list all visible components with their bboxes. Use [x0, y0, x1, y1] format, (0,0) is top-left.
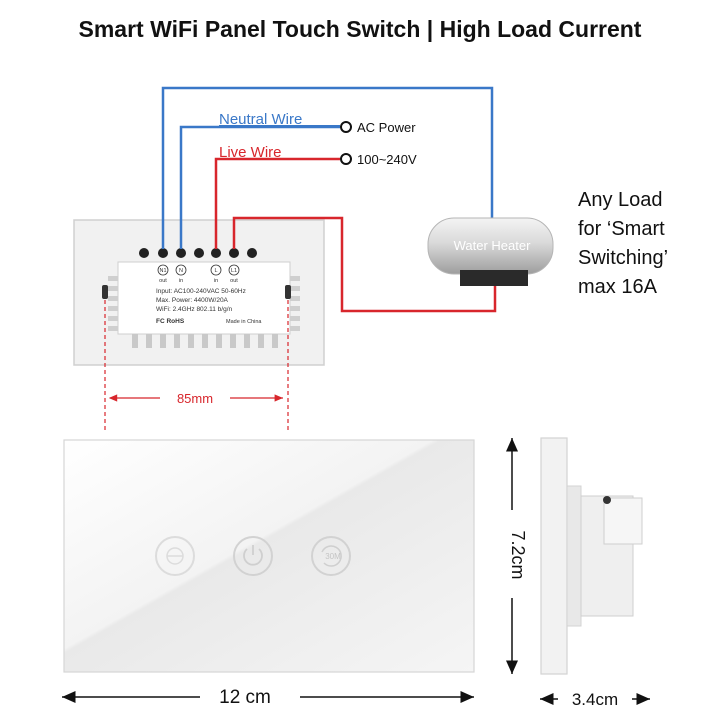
neutral-wire-label: Neutral Wire [219, 111, 302, 128]
side-panel-face [540, 437, 568, 675]
water-heater-base [460, 270, 528, 286]
ac-power-label: AC Power [357, 120, 416, 135]
load-note: Any Load for ‘Smart Switching’ max 16A [578, 186, 718, 302]
svg-text:Input: AC100-240VAC 50-60Hz: Input: AC100-240VAC 50-60Hz [156, 288, 246, 295]
live-wire-to-heater [232, 216, 497, 313]
svg-text:N: N [179, 268, 183, 274]
switch-side-view [540, 437, 643, 675]
live-wire-label: Live Wire [219, 144, 282, 161]
voltage-terminal [340, 153, 352, 165]
front-panel-glass [63, 439, 475, 673]
svg-text:FC RoHS: FC RoHS [156, 318, 185, 325]
water-heater: Water Heater [427, 217, 554, 286]
side-clip [603, 497, 643, 545]
mount-slot-left [102, 285, 108, 299]
front-panel: 30M [63, 439, 475, 673]
load-note-line: Any Load [578, 189, 663, 211]
neutral-wire-to-heater [161, 86, 494, 249]
terminal-screws [139, 248, 257, 258]
live-wire-to-power [214, 157, 340, 249]
switch-back-label-area [117, 261, 291, 335]
load-note-line: Switching’ [578, 247, 669, 269]
switch-spec-text: Input: AC100-240VAC 50-60Hz Max. Power: … [156, 288, 262, 325]
timer-30m-icon: 30M [311, 536, 351, 576]
load-note-line: for ‘Smart [578, 218, 665, 240]
svg-text:N1: N1 [159, 268, 166, 274]
voltage-label: 100~240V [357, 152, 417, 167]
svg-text:in: in [214, 278, 218, 284]
page-title: Smart WiFi Panel Touch Switch | High Loa… [78, 16, 642, 42]
svg-text:in: in [179, 278, 183, 284]
svg-text:WiFi: 2.4GHz 802.11 b/g/n: WiFi: 2.4GHz 802.11 b/g/n [156, 306, 232, 313]
load-note-line: max 16A [578, 276, 657, 298]
side-plate [566, 485, 582, 627]
side-screw [603, 496, 611, 504]
switch-back-view: N1 out N in L in L1 out Input: AC100-240… [73, 219, 325, 366]
depth-dimension: 3.4cm [540, 690, 650, 709]
live-wires [214, 157, 497, 313]
svg-text:out: out [159, 278, 167, 284]
ac-power-terminal [340, 121, 352, 133]
svg-text:L: L [214, 268, 217, 274]
mount-spacing-label: 85mm [177, 391, 213, 406]
width-label: 12 cm [219, 687, 271, 708]
mount-slot-right [285, 285, 291, 299]
depth-label: 3.4cm [572, 690, 618, 709]
width-dimension: 12 cm [62, 687, 474, 708]
svg-text:Max. Power: 4400W/20A: Max. Power: 4400W/20A [156, 297, 229, 304]
switch-vents [108, 276, 300, 331]
svg-text:L1: L1 [231, 268, 237, 274]
height-dimension: 7.2cm [506, 438, 528, 674]
switch-ribs [132, 334, 278, 348]
svg-text:Made in China: Made in China [226, 319, 262, 325]
timer-text: 30M [325, 552, 341, 561]
mount-spacing-dimension: 85mm [104, 300, 289, 430]
water-heater-label: Water Heater [454, 238, 531, 253]
light-icon [155, 536, 195, 576]
svg-text:out: out [230, 278, 238, 284]
power-icon [233, 536, 273, 576]
height-label: 7.2cm [508, 530, 528, 579]
terminal-labels: N1 out N in L in L1 out [157, 264, 240, 284]
